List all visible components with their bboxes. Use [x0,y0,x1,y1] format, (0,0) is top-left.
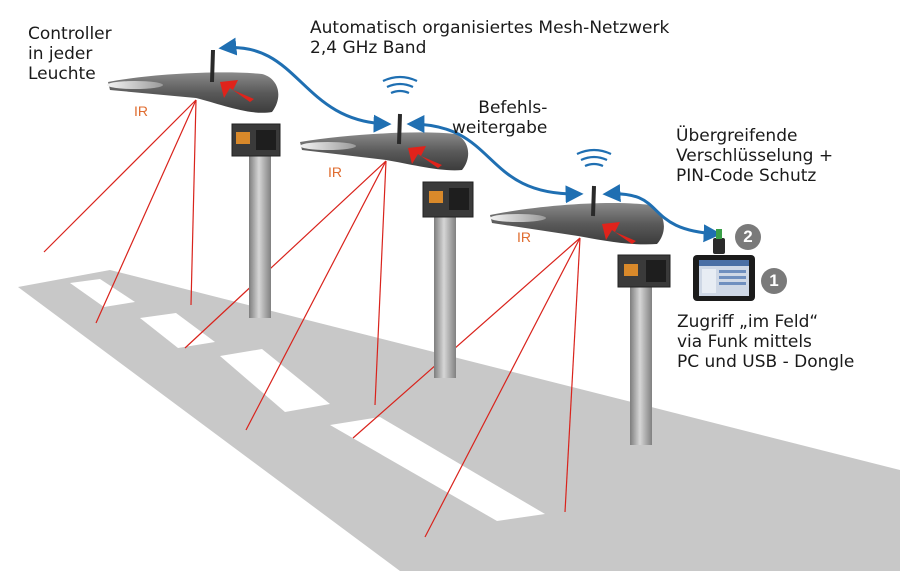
mesh-link-2 [406,115,584,204]
wifi-signal-icon [382,75,418,95]
ir-label-1: IR [134,103,148,119]
light-beams [43,99,581,538]
ir-label-2: IR [328,164,342,180]
lane-mark [220,349,330,412]
lane-mark [70,279,135,307]
badge-pc: 1 [761,268,787,294]
access-label-line-1: Zugriff „im Feld“ [677,312,819,332]
road [18,270,900,571]
mesh-label-line-1: Automatisch organisiertes Mesh-Netzwerk [310,18,670,38]
access-label-line-3: PC und USB - Dongle [677,352,855,372]
encryption-label: Übergreifende Verschlüsselung + PIN-Code… [676,126,833,186]
controller-label-line-1: Controller [28,24,112,44]
mesh-label: Automatisch organisiertes Mesh-Netzwerk … [310,18,669,58]
controller-label-line-3: Leuchte [28,64,96,84]
mesh-link-1 [218,37,392,133]
mesh-label-line-2: 2,4 GHz Band [310,38,427,58]
ir-label-3: IR [517,229,531,245]
mesh-link-3 [602,184,722,243]
tablet-pc-icon [693,255,755,301]
controller-label-line-2: in jeder [28,44,93,64]
badge-dongle: 2 [735,224,761,250]
relay-label: Befehls- weitergabe [438,98,547,138]
relay-label-line-1: Befehls- [478,98,548,118]
lane-mark [330,417,545,521]
access-label-line-2: via Funk mittels [677,332,812,352]
encryption-label-line-2: Verschlüsselung + [676,146,834,166]
controller-label: Controller in jeder Leuchte [28,24,112,84]
antenna-icon [397,113,402,145]
access-label: Zugriff „im Feld“ via Funk mittels PC un… [677,312,854,372]
encryption-label-line-1: Übergreifende [676,126,798,146]
lane-mark [140,313,215,348]
mesh-links [218,37,722,243]
encryption-label-line-3: PIN-Code Schutz [676,166,817,186]
relay-label-line-2: weitergabe [452,118,548,138]
antenna-icon [210,49,215,83]
antenna-icon [591,185,596,217]
usb-dongle-icon [713,229,725,254]
wifi-signal-icon [576,148,612,168]
